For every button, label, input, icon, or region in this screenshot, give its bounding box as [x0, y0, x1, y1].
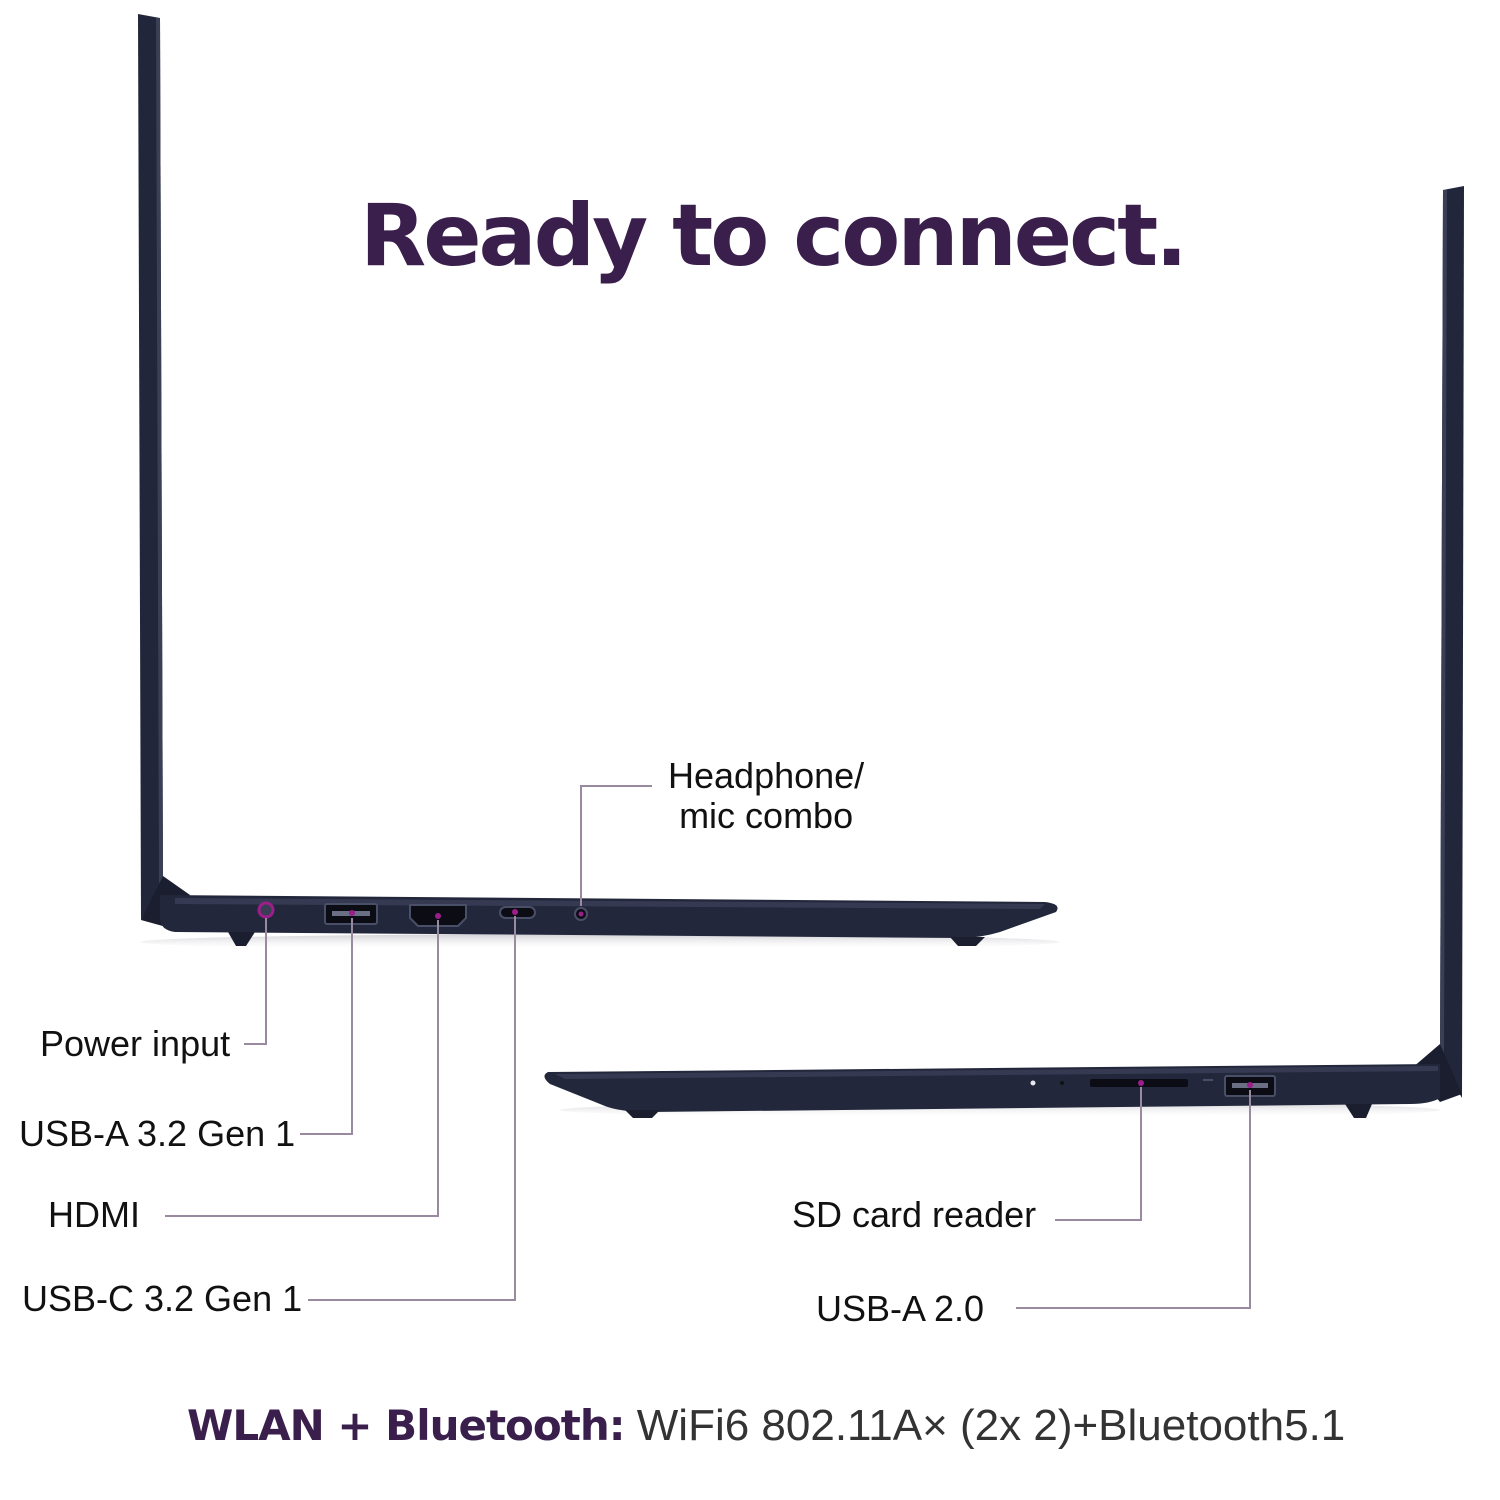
- label-headphone-line2: mic combo: [679, 795, 854, 836]
- leader-usb-a-32: [300, 918, 353, 1135]
- leader-power: [244, 918, 267, 1045]
- leader-headphone: [580, 785, 652, 906]
- label-headphone-mic-combo: Headphone/ mic combo: [668, 756, 864, 836]
- wireless-spec-key: WLAN + Bluetooth:: [187, 1401, 626, 1450]
- label-headphone-line1: Headphone/: [668, 755, 865, 796]
- right-laptop: [544, 186, 1464, 1118]
- label-usb-a-32-gen1: USB-A 3.2 Gen 1: [19, 1113, 296, 1154]
- label-usb-a-20: USB-A 2.0: [816, 1288, 985, 1329]
- leader-usb-a-20: [1016, 1090, 1251, 1309]
- left-laptop: [138, 14, 1060, 950]
- leader-usb-c-32: [308, 916, 516, 1301]
- page-title: Ready to connect.: [360, 186, 1188, 286]
- power-input-port-icon: [257, 901, 275, 919]
- leader-hdmi: [165, 920, 439, 1217]
- label-usb-c-32-gen1: USB-C 3.2 Gen 1: [22, 1278, 303, 1319]
- wireless-spec-value: WiFi6 802.11A× (2x 2)+Bluetooth5.1: [624, 1401, 1346, 1450]
- label-hdmi: HDMI: [48, 1194, 140, 1235]
- label-sd-card-reader: SD card reader: [792, 1194, 1037, 1235]
- leader-lines: [165, 785, 1251, 1309]
- wireless-spec: WLAN + Bluetooth: WiFi6 802.11A× (2x 2)+…: [187, 1398, 1345, 1454]
- left-laptop-lid: [138, 14, 163, 920]
- label-power-input: Power input: [40, 1023, 231, 1064]
- leader-sd: [1055, 1087, 1142, 1221]
